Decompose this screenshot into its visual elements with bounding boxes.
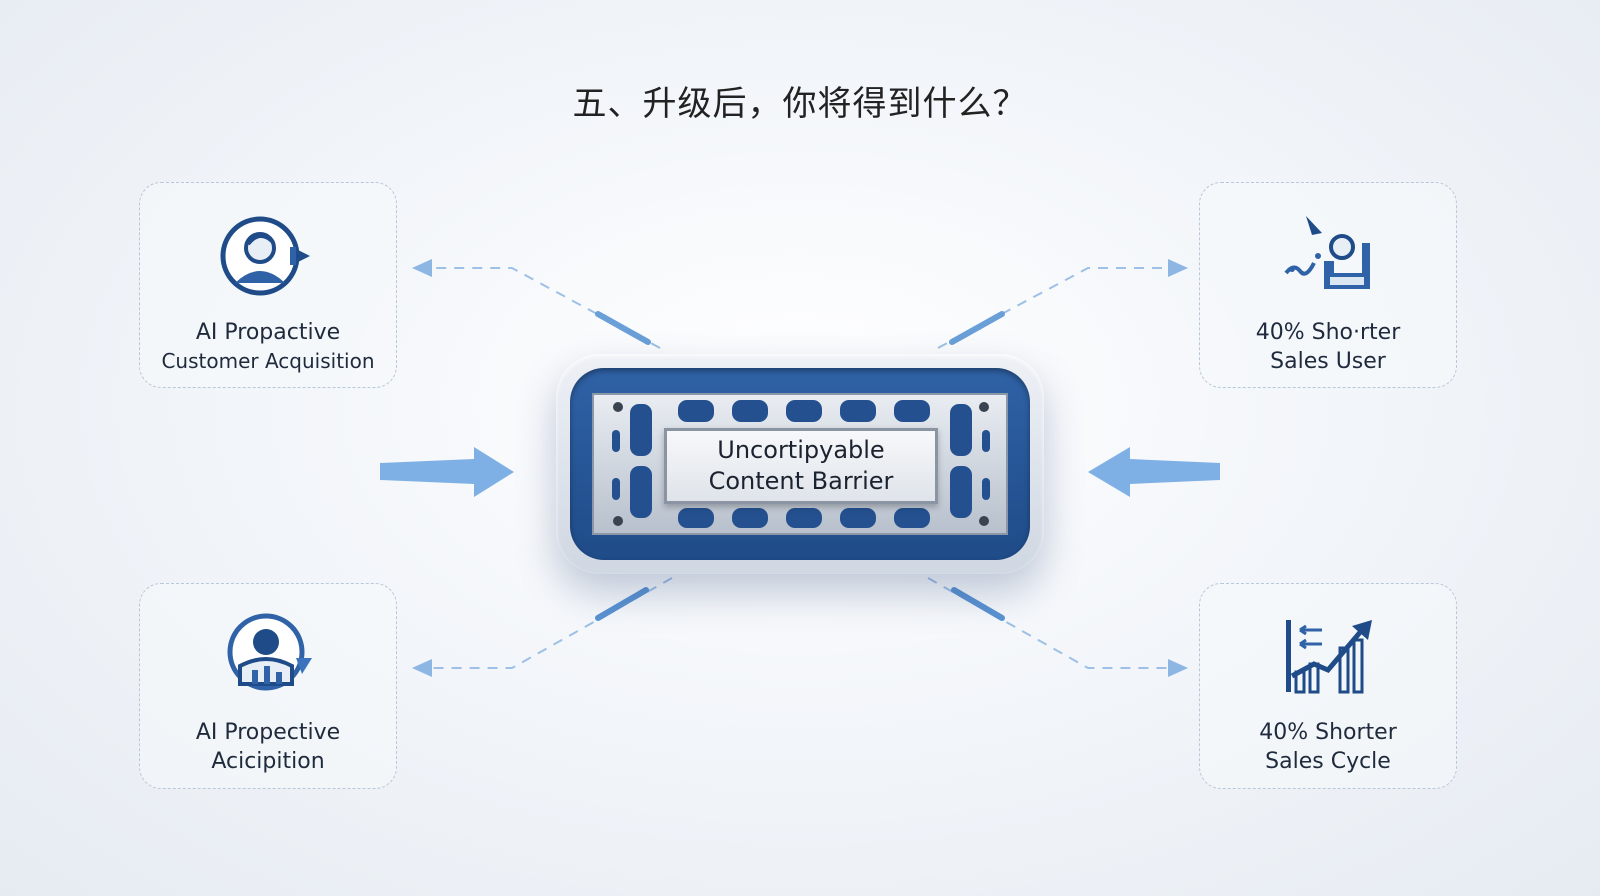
barrier-slot	[950, 466, 972, 518]
barrier-label: Uncortipyable Content Barrier	[664, 428, 938, 504]
card-label: AI Propective Acicipition	[140, 718, 396, 776]
arrow-right-inbound	[1088, 447, 1220, 497]
barrier-slot	[894, 508, 930, 528]
barrier-label-line2: Content Barrier	[708, 467, 894, 495]
bolt	[613, 402, 623, 412]
card-label-line1: AI Propective	[195, 720, 341, 745]
card-shorter-sales-cycle: 40% Shorter Sales Cycle	[1199, 583, 1457, 789]
barrier-slot	[678, 508, 714, 528]
arrow-left-inbound	[380, 447, 514, 497]
bolt	[979, 516, 989, 526]
barrier-slot	[732, 400, 768, 422]
card-label: 40% Shorter Sales Cycle	[1200, 718, 1456, 776]
customer-avatar-icon	[220, 216, 310, 296]
bolt	[613, 516, 623, 526]
card-label-line1: 40% Shorter	[1259, 720, 1397, 745]
connector-bottom-right	[927, 577, 1188, 677]
user-growth-icon	[227, 613, 312, 691]
connector-top-left	[412, 259, 661, 349]
connector-top-right	[937, 259, 1188, 349]
barrier-slot	[840, 508, 876, 528]
barrier-slot	[612, 478, 620, 500]
barrier-slot	[840, 400, 876, 422]
barrier-slot	[950, 404, 972, 456]
card-label-line2: Acicipition	[211, 749, 325, 774]
barrier-slot	[678, 400, 714, 422]
card-label-line2: Sales Cycle	[1265, 749, 1391, 774]
card-label-line1: AI Propactive	[195, 320, 341, 345]
barrier-slot	[982, 430, 990, 452]
card-label-line2: Sales User	[1270, 349, 1386, 374]
barrier-label-line1: Uncortipyable	[717, 436, 885, 464]
card-ai-proactive-acicipition: AI Propective Acicipition	[139, 583, 397, 789]
card-shorter-sales-user: 40% Sho·rter Sales User	[1199, 182, 1457, 388]
card-label-line2: Customer Acquisition	[161, 349, 375, 373]
card-label: AI Propactive Customer Acquisition	[140, 318, 396, 376]
bolt	[979, 402, 989, 412]
sales-user-growth-icon	[1284, 216, 1370, 289]
barrier-slot	[786, 508, 822, 528]
barrier-slot	[894, 400, 930, 422]
page-title: 五、升级后，你将得到什么？	[572, 84, 1028, 124]
barrier-slot	[630, 404, 652, 456]
barrier-slot	[630, 466, 652, 518]
rising-chart-icon	[1286, 620, 1372, 694]
connector-bottom-left	[412, 577, 673, 677]
barrier-slot	[982, 478, 990, 500]
card-label: 40% Sho·rter Sales User	[1200, 318, 1456, 376]
card-ai-proactive-acquisition: AI Propactive Customer Acquisition	[139, 182, 397, 388]
card-label-line1: 40% Sho·rter	[1255, 320, 1401, 345]
barrier-slot	[612, 430, 620, 452]
barrier-slot	[786, 400, 822, 422]
barrier-slot	[732, 508, 768, 528]
